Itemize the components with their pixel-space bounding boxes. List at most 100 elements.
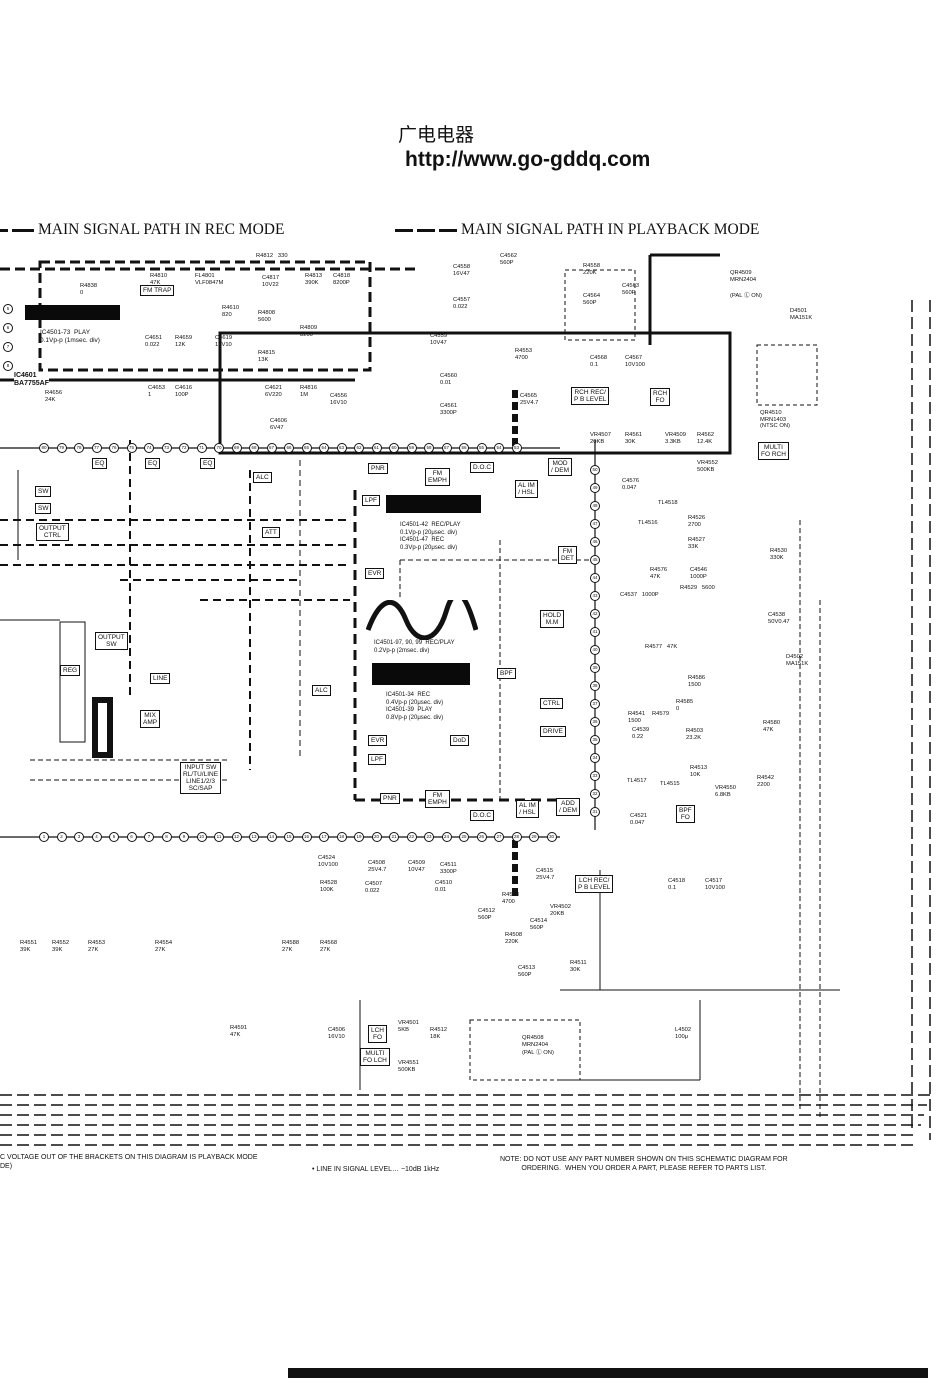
component-label: R4551 39K — [20, 940, 38, 953]
block-eq: EQ — [92, 458, 108, 469]
ic-pin: 63 — [336, 443, 347, 453]
site-url: http://www.go-gddq.com — [405, 148, 651, 171]
ic-pin: 73 — [161, 443, 172, 453]
component-label: (NTSC ON) — [760, 423, 790, 429]
ic-pin: 50 — [590, 465, 600, 475]
component-label: R4503 23.2K — [686, 728, 704, 741]
component-label: C4558 16V47 — [453, 264, 471, 277]
component-label: VR4502 20KB — [550, 904, 571, 917]
block-add-dem: ADD / DEM — [556, 798, 581, 816]
component-label: C4562 560P — [500, 253, 518, 266]
waveform-caption-34: IC4501-34 REC 0.4Vp-p (20μsec. div) IC45… — [386, 692, 444, 721]
oscillogram-73 — [25, 305, 120, 320]
footer-bar — [288, 1368, 928, 1378]
component-label: R4542 2200 — [757, 775, 775, 788]
component-label: R4508 220K — [505, 932, 523, 945]
component-label: C4817 10V22 — [262, 275, 280, 288]
component-label: VR4501 5KB — [398, 1020, 419, 1033]
component-label: C4559 10V47 — [430, 333, 448, 346]
ic-pin: 78 — [74, 443, 84, 453]
ic-pin: 53 — [511, 443, 522, 453]
block-d-o-c: D.O.C — [470, 462, 495, 473]
component-label: R4656 24K — [45, 390, 63, 403]
component-label: C4546 1000P — [690, 567, 708, 580]
component-label: R4816 1M — [300, 385, 318, 398]
component-label: TL4518 — [658, 500, 678, 506]
component-label: C4564 560P — [583, 293, 601, 306]
component-label: C4508 25V4.7 — [368, 860, 387, 873]
component-label: R4541 1500 — [628, 711, 646, 724]
component-label: C4556 16V10 — [330, 393, 348, 406]
component-label: L4502 100μ — [675, 1027, 692, 1040]
ic-pin: 40 — [590, 645, 600, 655]
component-label: R4809 8200 — [300, 325, 318, 338]
oscillogram-42 — [386, 495, 481, 513]
component-label: R4554 27K — [155, 940, 173, 953]
ic-pin: 71 — [196, 443, 207, 453]
ic-pin: 22 — [406, 832, 417, 842]
component-label: C4818 8200P — [333, 273, 351, 286]
legend-rec-mode: MAIN SIGNAL PATH IN REC MODE — [0, 221, 284, 239]
ic-pin: 65 — [301, 443, 312, 453]
component-label: VR4507 20KB — [590, 432, 611, 445]
component-label: R4529 5600 — [680, 585, 715, 591]
component-label: C4576 0.047 — [622, 478, 640, 491]
component-label: R4552 39K — [52, 940, 70, 953]
ic-pin: 5 — [109, 832, 119, 842]
wire-loop — [564, 269, 636, 341]
component-label: C4521 0.047 — [630, 813, 648, 826]
component-label: C4514 560P — [530, 918, 548, 931]
component-label: R4813 390K — [305, 273, 323, 286]
component-label: D4502 MA151K — [786, 654, 809, 667]
ic-pin: 54 — [494, 443, 504, 453]
block-fm-det: FM DET — [558, 546, 577, 564]
ic4601-pin: 5 — [3, 304, 13, 314]
site-name-cn: 广电电器 — [398, 124, 475, 146]
component-label: D4501 MA151K — [790, 308, 813, 321]
oscillogram-34 — [372, 663, 470, 685]
component-label: C4565 25V4.7 — [520, 393, 539, 406]
ic-pin: 74 — [144, 443, 154, 453]
ic-pin: 69 — [231, 443, 242, 453]
component-label: R4812 330 — [256, 253, 288, 259]
ic-pin: 21 — [389, 832, 399, 842]
block-pnr: PNR — [380, 793, 400, 804]
ic-pin: 43 — [590, 591, 600, 601]
block-d-o-c: D.O.C — [470, 810, 495, 821]
component-label: (PAL Ⓛ ON) — [730, 293, 762, 299]
component-label: R4562 12.4K — [697, 432, 715, 445]
ic-pin: 76 — [109, 443, 119, 453]
component-label: R4838 0 — [80, 283, 98, 296]
ic-pin: 60 — [389, 443, 399, 453]
ic-pin: 4 — [91, 832, 102, 842]
block-evr: EVR — [365, 568, 385, 579]
block-fm-trap: FM TRAP — [140, 285, 175, 296]
block-output-sw: OUTPUT SW — [95, 632, 128, 650]
component-label: R4591 47K — [230, 1025, 248, 1038]
wire-loop — [38, 260, 372, 372]
component-label: C4506 16V10 — [328, 1027, 346, 1040]
component-label: R4528 100K — [320, 880, 338, 893]
ic-pin: 72 — [179, 443, 189, 453]
component-label: C4518 0.1 — [668, 878, 686, 891]
component-label: R4513 10K — [690, 765, 708, 778]
component-label: C4510 0.01 — [435, 880, 453, 893]
ic-pin: 17 — [319, 832, 329, 842]
component-label: R4588 27K — [282, 940, 300, 953]
ic-pin: 6 — [126, 832, 137, 842]
component-label: C4509 10V47 — [408, 860, 426, 873]
ic-pin: 46 — [590, 537, 600, 547]
component-label: QR4508 MRN2404 — [522, 1035, 549, 1048]
ic-pin: 56 — [459, 443, 469, 453]
waveform-caption-73: IC4501-73 PLAY 0.1Vp-p (1msec. div) — [40, 329, 100, 344]
component-label: R4530 330K — [770, 548, 788, 561]
ic-pin: 67 — [266, 443, 277, 453]
ic-pin: 49 — [590, 483, 600, 493]
ic-pin: 31 — [590, 807, 600, 817]
wire-loop — [469, 1019, 581, 1081]
block-rch-fo: RCH FO — [650, 388, 671, 406]
component-label: R4558 220K — [583, 263, 601, 276]
ic-pin: 77 — [91, 443, 102, 453]
component-label: R4526 2700 — [688, 515, 706, 528]
